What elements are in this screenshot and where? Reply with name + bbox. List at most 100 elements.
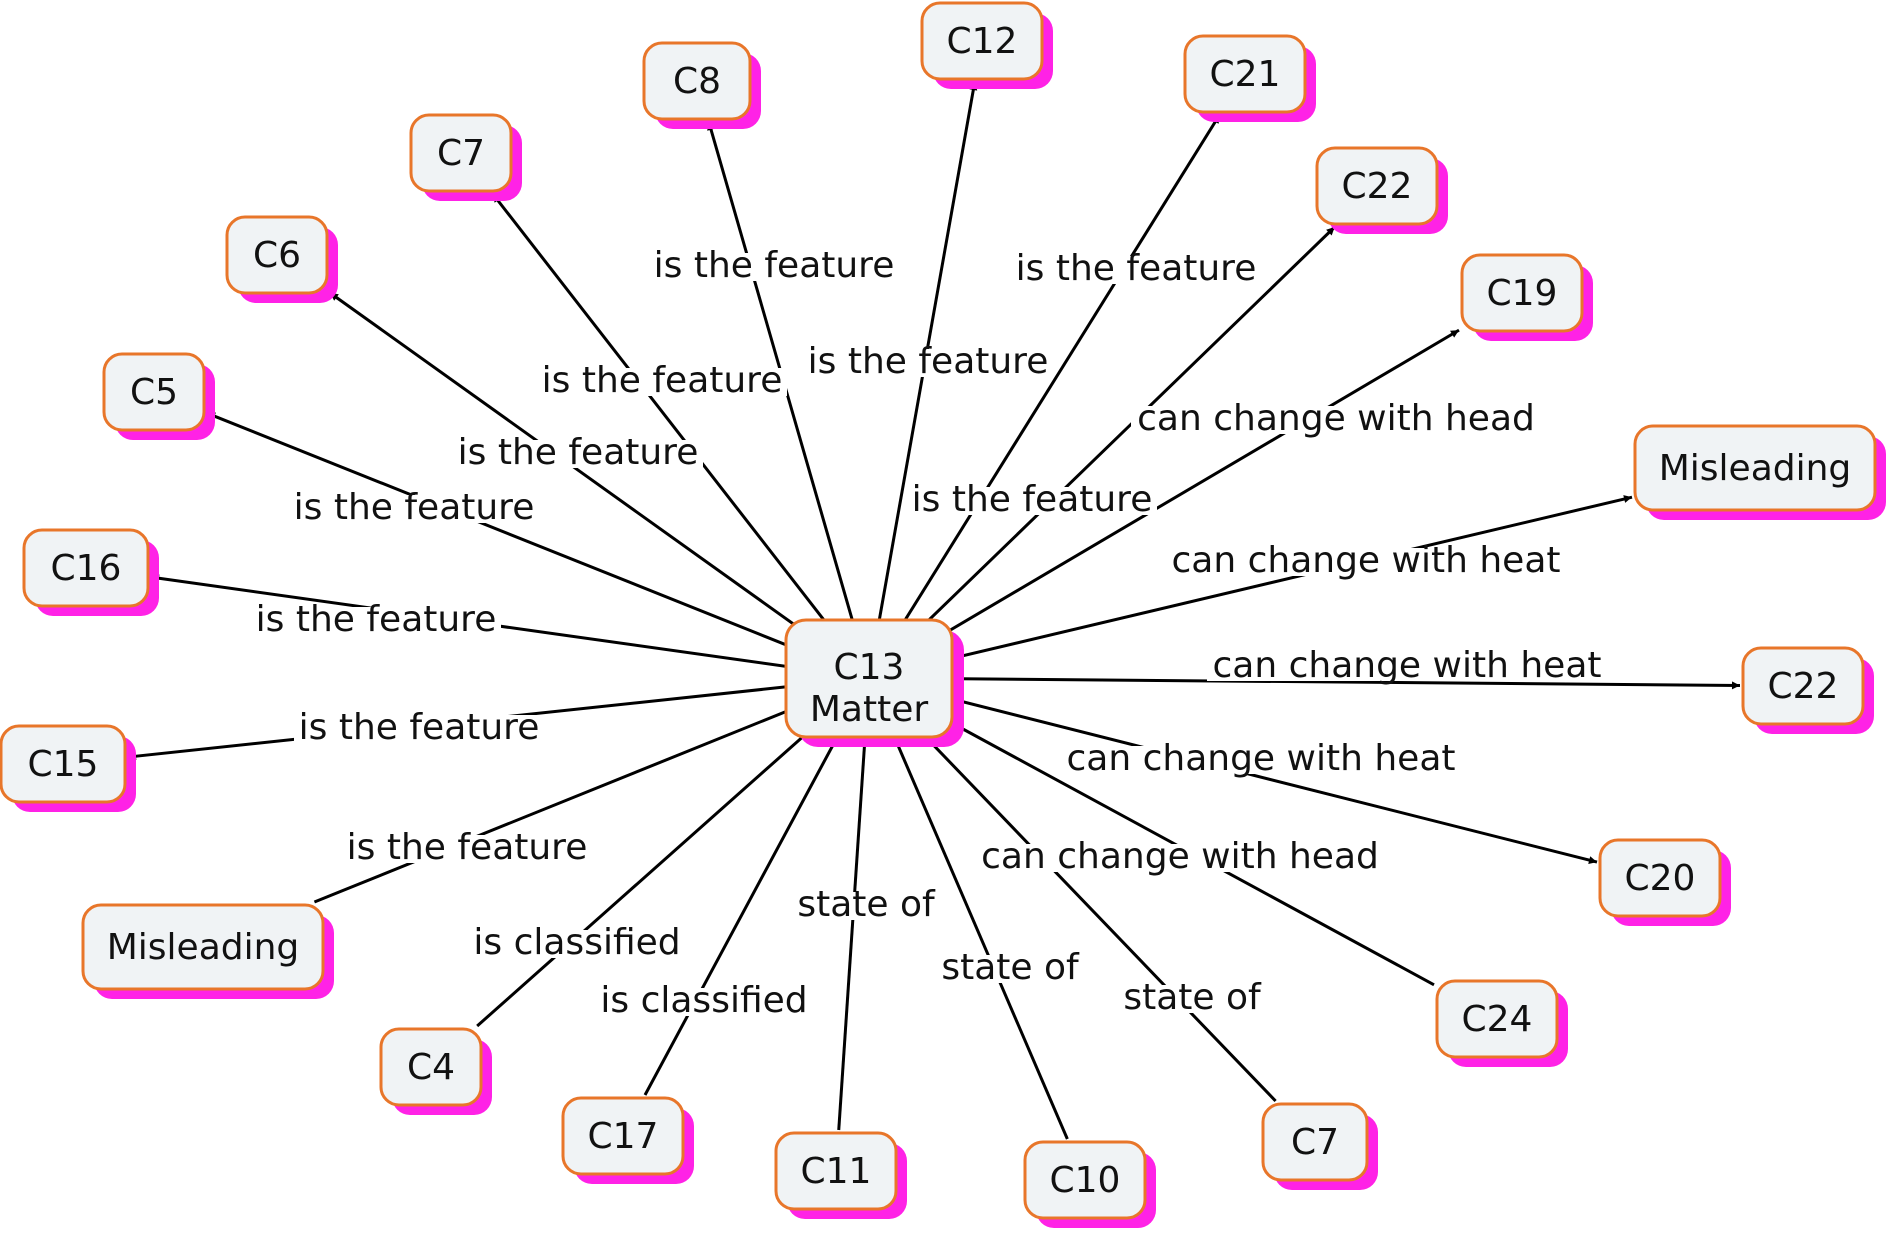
- concept-node-box: [642, 41, 752, 121]
- concept-node-box: [102, 352, 206, 432]
- concept-node-label: C10: [1050, 1160, 1121, 1201]
- link-label-background: [1207, 653, 1607, 681]
- concept-node-box: [22, 528, 150, 608]
- link-label-background: [1131, 406, 1541, 434]
- link-label-text: can change with heat: [1171, 540, 1560, 581]
- center-node-title: C13: [834, 647, 905, 688]
- link-label-background: [1166, 548, 1566, 576]
- link-label: is the feature: [803, 341, 1053, 382]
- concept-node-c22[interactable]: C22: [1315, 146, 1448, 234]
- concept-node-c11[interactable]: C11: [774, 1131, 907, 1219]
- concept-node-c7[interactable]: C7: [409, 113, 522, 201]
- concept-node-label: C22: [1768, 666, 1839, 707]
- link-label: is classified: [599, 980, 809, 1021]
- concept-node-box: [774, 1131, 898, 1211]
- concept-node-box: [81, 903, 325, 991]
- concept-node-c17[interactable]: C17: [561, 1096, 694, 1184]
- center-node-box: [784, 618, 954, 739]
- concept-node-label: Misleading: [1659, 448, 1852, 489]
- concept-node-c12[interactable]: C12: [920, 1, 1053, 89]
- concept-node-label: C5: [130, 372, 178, 413]
- link-label-text: is classified: [473, 922, 680, 963]
- link-label-background: [907, 487, 1157, 515]
- concept-node-c7[interactable]: C7: [1261, 1102, 1378, 1190]
- concept-node-box: [409, 113, 513, 193]
- link-line: [643, 677, 871, 1096]
- concept-node-c16[interactable]: C16: [22, 528, 159, 616]
- concept-node-c6[interactable]: C6: [225, 215, 338, 303]
- link-label: state of: [791, 884, 941, 925]
- concept-node-label: C24: [1462, 999, 1533, 1040]
- concept-node-c4[interactable]: C4: [379, 1027, 492, 1115]
- concept-node-label: C15: [28, 744, 99, 785]
- concept-node-c20[interactable]: C20: [1598, 838, 1731, 926]
- link-label-background: [294, 715, 544, 743]
- link-label-text: state of: [1123, 977, 1262, 1018]
- concept-node-label: C22: [1342, 166, 1413, 207]
- concept-node-box: [1435, 979, 1559, 1059]
- center-node[interactable]: C13 Matter: [784, 618, 964, 747]
- concept-node-box: [1261, 1102, 1369, 1182]
- concept-node-c15[interactable]: C15: [0, 724, 136, 812]
- link-label-background: [1117, 985, 1267, 1013]
- link-line: [868, 495, 1633, 680]
- concept-node-label: C16: [51, 548, 122, 589]
- concept-node-c21[interactable]: C21: [1183, 34, 1316, 122]
- link-label: can change with heat: [1166, 540, 1566, 581]
- link-label-text: is the feature: [1016, 248, 1257, 289]
- link-line: [867, 677, 1069, 1140]
- concept-node-label: C4: [407, 1047, 455, 1088]
- concept-node-box: [1598, 838, 1722, 918]
- link-line: [313, 676, 870, 904]
- concept-node-c22[interactable]: C22: [1741, 646, 1874, 734]
- link-label-text: is the feature: [347, 827, 588, 868]
- link-label: can change with heat: [1207, 645, 1607, 686]
- link-line: [867, 676, 1277, 1103]
- link-line: [491, 193, 871, 679]
- link-line: [868, 328, 1460, 680]
- link-line: [206, 411, 870, 680]
- link-label-text: is the feature: [294, 487, 535, 528]
- link-label-layer: is the feature is the feature is the featu…: [251, 245, 1607, 1021]
- concept-node-c8[interactable]: C8: [642, 41, 761, 129]
- link-label-text: state of: [797, 884, 936, 925]
- link-layer: [127, 81, 1741, 1140]
- link-label-text: is the feature: [808, 341, 1049, 382]
- link-label-text: is classified: [600, 980, 807, 1021]
- link-label: is classified: [472, 922, 682, 963]
- link-label-text: can change with heat: [1212, 645, 1601, 686]
- concept-node-box: [1023, 1140, 1147, 1220]
- concept-node-box: [0, 724, 127, 804]
- concept-node-box: [225, 215, 329, 295]
- link-label: can change with heat: [1061, 738, 1461, 779]
- concept-node-misleading[interactable]: Misleading: [1633, 424, 1886, 520]
- link-line: [868, 676, 1741, 690]
- concept-node-label: C17: [588, 1116, 659, 1157]
- link-label: is the feature: [251, 599, 501, 640]
- link-label-background: [472, 930, 682, 958]
- link-line: [867, 81, 978, 679]
- link-label-background: [975, 844, 1385, 872]
- concept-node-c19[interactable]: C19: [1460, 253, 1593, 341]
- link-label-text: can change with heat: [1066, 738, 1455, 779]
- link-label: can change with head: [1131, 398, 1541, 439]
- concept-node-label: C7: [437, 133, 485, 174]
- concept-node-label: C6: [253, 235, 301, 276]
- concept-node-label: Misleading: [107, 927, 300, 968]
- concept-node-misleading[interactable]: Misleading: [81, 903, 334, 999]
- link-label: is the feature: [453, 432, 703, 473]
- concept-node-box: [1741, 646, 1865, 726]
- link-label: state of: [1117, 977, 1267, 1018]
- link-label-background: [342, 835, 592, 863]
- concept-node-c24[interactable]: C24: [1435, 979, 1568, 1067]
- concept-node-label: C20: [1625, 858, 1696, 899]
- concept-node-c5[interactable]: C5: [102, 352, 215, 440]
- link-label: is the feature: [649, 245, 899, 286]
- link-label-text: can change with head: [981, 836, 1379, 877]
- link-label: state of: [935, 947, 1085, 988]
- link-line: [707, 121, 871, 679]
- link-line: [150, 574, 870, 680]
- link-label-text: can change with head: [1137, 398, 1535, 439]
- concept-node-c10[interactable]: C10: [1023, 1140, 1156, 1228]
